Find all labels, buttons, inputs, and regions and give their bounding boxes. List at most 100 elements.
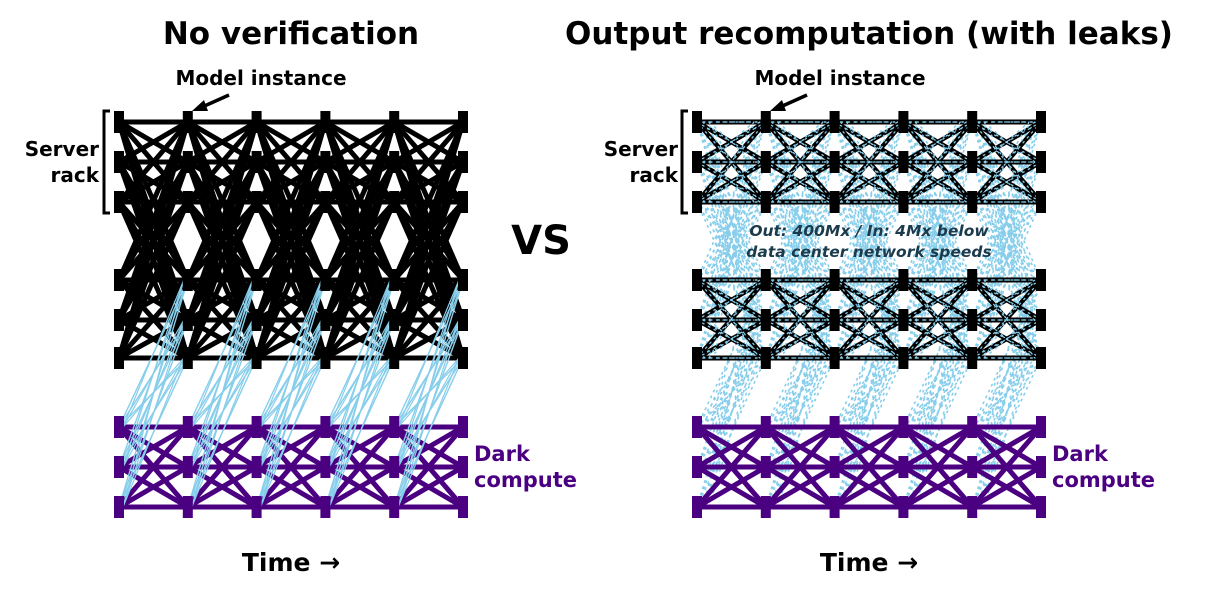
- model-node: [182, 111, 193, 133]
- model-node: [692, 151, 702, 173]
- dark-compute-edge: [764, 424, 836, 470]
- leak-line-overlay: [977, 121, 1036, 203]
- leak-line-overlay: [914, 319, 961, 359]
- dark-compute-edge: [695, 424, 768, 470]
- model-node: [182, 191, 193, 213]
- leak-line: [770, 201, 830, 281]
- dark-compute-edge: [255, 464, 327, 510]
- leak-line: [397, 319, 460, 508]
- leak-line: [328, 357, 391, 508]
- model-node: [114, 309, 124, 331]
- dark-compute-node: [320, 416, 331, 438]
- model-edge: [116, 161, 191, 359]
- model-edge: [392, 119, 465, 165]
- leak-line-overlay: [914, 279, 961, 359]
- leak-line-overlay: [914, 161, 961, 203]
- leak-line: [977, 161, 1036, 281]
- leak-line: [902, 279, 974, 428]
- dark-compute-edge: [186, 464, 258, 510]
- dark-compute-node: [692, 456, 702, 478]
- leak-line-overlay: [702, 279, 761, 359]
- model-node: [898, 347, 909, 369]
- leak-line-overlay: [777, 279, 824, 321]
- dark-compute-node: [692, 496, 702, 518]
- dark-compute-node: [389, 496, 400, 518]
- model-node: [829, 191, 840, 213]
- leak-line: [770, 201, 830, 321]
- leak-line: [191, 279, 254, 468]
- dark-compute-node: [114, 416, 124, 438]
- model-edge: [117, 317, 190, 361]
- model-node: [967, 151, 978, 173]
- dark-compute-edges-left: [117, 424, 465, 510]
- leak-line: [776, 201, 824, 321]
- leak-line-overlay: [908, 279, 967, 359]
- dark-compute-edge: [392, 464, 465, 510]
- leak-lines-left-overlay: [118, 279, 464, 508]
- leak-line: [845, 201, 893, 321]
- leak-line: [983, 161, 1030, 281]
- leak-line: [702, 319, 761, 508]
- model-edge: [391, 161, 466, 359]
- leak-line: [776, 161, 824, 281]
- leak-line: [845, 357, 893, 508]
- model-node: [692, 309, 702, 331]
- dark-compute-edges-right: [695, 424, 1043, 510]
- leak-line: [845, 357, 893, 428]
- model-node: [389, 151, 400, 173]
- leak-line: [708, 357, 755, 468]
- dark-compute-edge: [833, 424, 905, 470]
- leak-line: [328, 319, 391, 508]
- dark-compute-label-right-2: compute: [1052, 468, 1155, 492]
- model-node: [458, 347, 468, 369]
- model-node: [760, 309, 771, 331]
- model-node: [114, 151, 124, 173]
- leak-line: [977, 319, 1036, 508]
- leak-line: [908, 201, 968, 281]
- leak-line-overlay: [908, 279, 967, 359]
- leak-line: [977, 201, 1036, 321]
- leak-line: [764, 279, 836, 428]
- bracket-icon-left: [102, 109, 110, 215]
- model-node: [760, 111, 771, 133]
- leak-line: [776, 357, 824, 508]
- leak-line: [770, 279, 830, 468]
- leak-line-overlay: [771, 279, 830, 359]
- leak-line: [845, 121, 893, 359]
- model-node: [458, 111, 468, 133]
- leak-line: [914, 161, 962, 281]
- leak-line: [914, 201, 962, 321]
- leak-line: [908, 201, 968, 281]
- model-node: [1036, 111, 1046, 133]
- dark-compute-edge: [764, 464, 836, 510]
- leak-line: [702, 357, 761, 428]
- leak-line-overlay: [708, 279, 755, 321]
- leak-line: [770, 357, 830, 428]
- leak-line-overlay: [977, 279, 1036, 359]
- leak-line: [914, 357, 962, 508]
- leak-line: [397, 279, 460, 508]
- model-node: [458, 309, 468, 331]
- model-node: [898, 191, 909, 213]
- leak-line: [776, 201, 824, 359]
- leak-line: [770, 161, 830, 281]
- leak-line: [833, 357, 905, 508]
- model-node: [829, 269, 840, 291]
- leak-line-overlay: [908, 121, 967, 203]
- dark-compute-node: [760, 416, 771, 438]
- leak-line-overlay: [845, 161, 893, 203]
- model-node: [829, 111, 840, 133]
- dark-compute-node: [182, 496, 193, 518]
- arrow-icon-left: [192, 93, 230, 111]
- leak-line: [191, 357, 254, 508]
- model-node: [898, 269, 909, 291]
- model-node: [389, 191, 400, 213]
- model-node: [1036, 151, 1046, 173]
- model-node: [389, 269, 400, 291]
- model-node: [389, 347, 400, 369]
- leak-line: [971, 121, 1042, 321]
- leak-line: [908, 319, 968, 508]
- panel-no-verification: [114, 111, 468, 518]
- dark-compute-node: [760, 496, 771, 518]
